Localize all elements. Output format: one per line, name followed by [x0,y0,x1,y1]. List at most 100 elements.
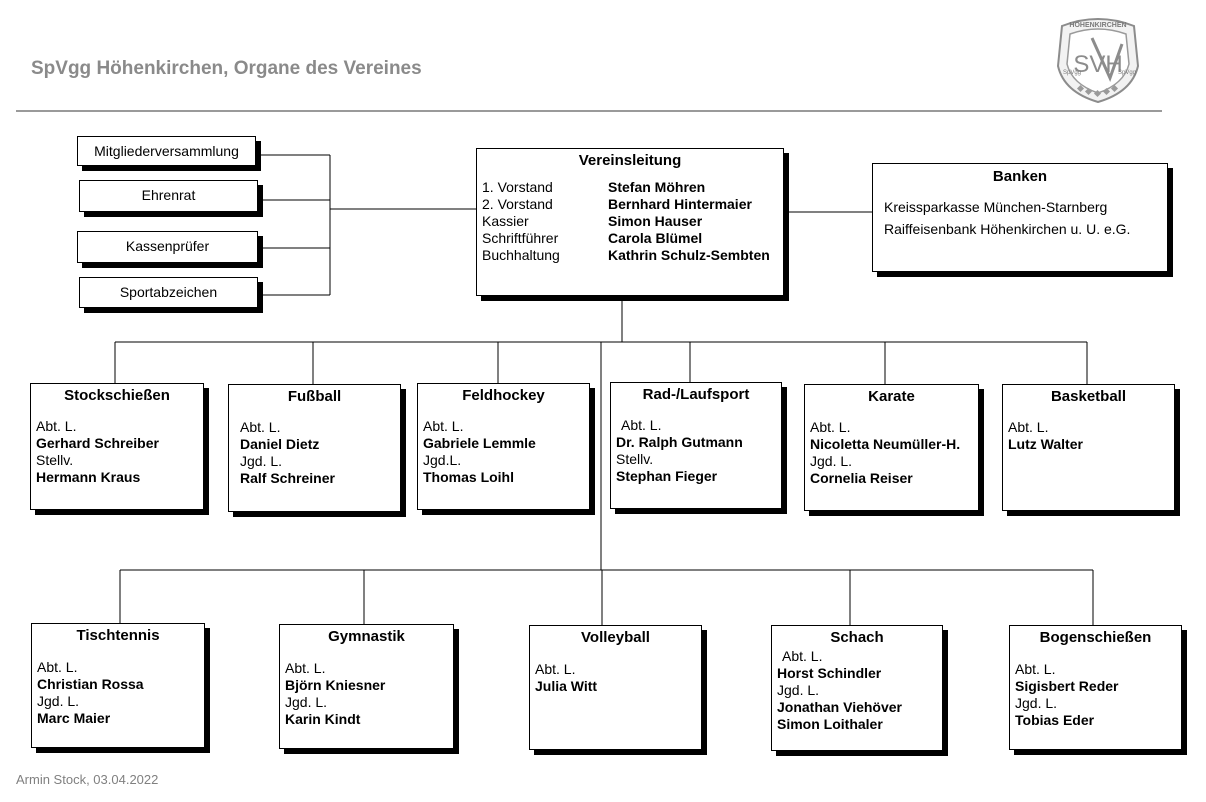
role-label: Abt. L. [810,419,851,435]
vereinsleitung-row: 2. Vorstand Bernhard Hintermaier [482,196,783,213]
logo-left-text: SpVgg [1063,70,1081,76]
page-title: SpVgg Höhenkirchen, Organe des Vereines [31,58,422,79]
box-label: Ehrenrat [141,187,196,203]
vereinsleitung-row: Kassier Simon Hauser [482,213,783,230]
dept-schach: Schach Abt. L. Horst Schindler Jgd. L. J… [771,625,943,751]
dept-title: Volleyball [581,629,650,646]
person-name: Lutz Walter [1008,436,1083,452]
vereinsleitung-row: 1. Vorstand Stefan Möhren [482,179,783,196]
person-name: Tobias Eder [1015,712,1095,728]
box-banken: Banken Kreissparkasse München-Starnberg … [872,163,1168,272]
person-name: Carola Blümel [608,230,703,246]
person-name: Gabriele Lemmle [423,435,536,451]
dept-title: Karate [868,388,915,405]
box-label: Kassenprüfer [125,238,210,254]
footer-author-date: Armin Stock, 03.04.2022 [16,772,159,787]
role-label: Abt. L. [285,660,326,676]
person-name: Sigisbert Reder [1015,678,1119,694]
person-name: Bernhard Hintermaier [608,196,752,212]
vereinsleitung-rows: 1. Vorstand Stefan Möhren 2. Vorstand Bern… [477,179,783,264]
box-sportabzeichen: Sportabzeichen [79,277,258,308]
dept-title: Schach [830,629,884,646]
dept-title: Gymnastik [328,628,405,645]
box-vereinsleitung: Vereinsleitung 1. Vorstand Stefan Möhren … [476,148,784,296]
person-name: Simon Hauser [608,213,703,229]
role-label: Abt. L. [1008,419,1049,435]
role-label: Jgd. L. [777,682,820,698]
vereinsleitung-row: Schriftführer Carola Blümel [482,230,783,247]
role-label: Buchhaltung [482,247,560,263]
person-name: Simon Loithaler [777,716,883,732]
role-label: Abt. L. [535,661,576,677]
dept-title: Feldhockey [462,387,545,404]
vereinsleitung-row: Buchhaltung Kathrin Schulz-Sembten [482,247,783,264]
dept-feldhockey: Feldhockey Abt. L. Gabriele Lemmle Jgd.L… [417,383,590,510]
logo-top-text: HÖHENKIRCHEN [1069,20,1126,29]
person-name: Nicoletta Neumüller-H. [810,436,961,452]
dept-title: Rad-/Laufsport [642,386,750,403]
role-label: Jgd. L. [1015,695,1058,711]
dept-title: Tischtennis [76,627,160,644]
person-name: Stephan Fieger [616,468,718,484]
box-label: Mitgliederversammlung [94,143,239,159]
person-name: Jonathan Viehöver [777,699,903,715]
title-divider [16,110,1162,112]
person-name: Julia Witt [535,678,598,694]
role-label: Jgd. L. [240,453,283,469]
box-ehrenrat: Ehrenrat [79,180,258,212]
bank-name: Kreissparkasse München-Starnberg [884,199,1108,215]
role-label: Jgd. L. [810,453,853,469]
person-name: Daniel Dietz [240,436,320,452]
banken-list: Kreissparkasse München-Starnberg Raiffei… [873,196,1167,240]
person-name: Kathrin Schulz-Sembten [608,247,770,263]
person-name: Christian Rossa [37,676,144,692]
dept-title: Basketball [1050,388,1127,405]
role-label: 1. Vorstand [482,179,553,195]
person-name: Horst Schindler [777,665,882,681]
person-name: Ralf Schreiner [240,470,335,486]
role-label: Jgd. L. [285,694,328,710]
role-label: Abt. L. [36,418,77,434]
role-label: Stellv. [616,451,654,467]
role-label: Abt. L. [423,418,464,434]
vereinsleitung-title: Vereinsleitung [578,152,682,169]
person-name: Stefan Möhren [608,179,706,195]
dept-gymnastik: Gymnastik Abt. L. Björn Kniesner Jgd. L.… [279,624,454,749]
role-label: 2. Vorstand [482,196,553,212]
person-name: Hermann Kraus [36,469,141,485]
box-mitgliederversammlung: Mitgliederversammlung [77,136,256,166]
dept-title: Fußball [287,388,342,405]
person-name: Dr. Ralph Gutmann [616,434,743,450]
role-label: Abt. L. [240,419,281,435]
dept-stockschiessen: Stockschießen Abt. L. Gerhard Schreiber … [30,383,204,510]
role-label: Stellv. [36,452,74,468]
bank-name: Raiffeisenbank Höhenkirchen u. U. e.G. [884,221,1131,237]
person-name: Thomas Loihl [423,469,514,485]
banken-title: Banken [992,168,1048,185]
person-name: Cornelia Reiser [810,470,913,486]
dept-fussball: Fußball Abt. L. Daniel Dietz Jgd. L. Ral… [228,384,401,512]
dept-title: Bogenschießen [1039,629,1152,646]
dept-bogenschiessen: Bogenschießen Abt. L. Sigisbert Reder Jg… [1009,625,1182,750]
person-name: Gerhard Schreiber [36,435,159,451]
logo-right-text: SpVgg [1118,70,1136,76]
role-label: Schriftführer [482,230,559,246]
role-label: Jgd. L. [37,693,80,709]
role-label: Abt. L. [782,648,823,664]
club-logo: HÖHENKIRCHEN SVH SpVgg SpVgg [1056,18,1140,104]
person-name: Marc Maier [37,710,111,726]
person-name: Björn Kniesner [285,677,386,693]
role-label: Abt. L. [37,659,78,675]
person-name: Karin Kindt [285,711,361,727]
dept-title: Stockschießen [64,387,170,404]
box-label: Sportabzeichen [119,284,218,300]
role-label: Abt. L. [621,417,662,433]
dept-basketball: Basketball Abt. L. Lutz Walter [1002,384,1175,511]
box-kassenpruefer: Kassenprüfer [77,231,258,263]
dept-volleyball: Volleyball Abt. L. Julia Witt [529,625,702,750]
logo-monogram: SVH [1073,51,1122,78]
role-label: Kassier [482,213,529,229]
dept-karate: Karate Abt. L. Nicoletta Neumüller-H. Jg… [804,384,979,511]
dept-rad-laufsport: Rad-/Laufsport Abt. L. Dr. Ralph Gutmann… [610,382,782,509]
